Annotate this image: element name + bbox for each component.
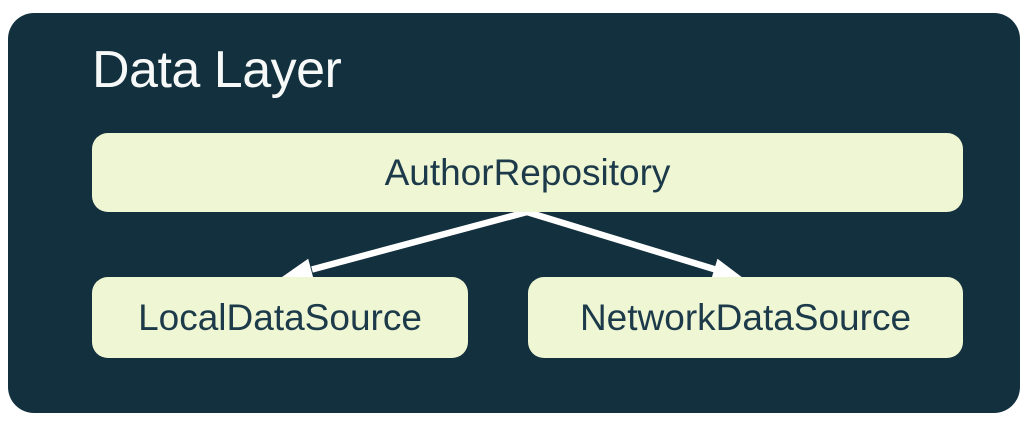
node-author-repository: AuthorRepository <box>92 133 963 212</box>
data-layer-container: Data Layer AuthorRepository LocalDataSou… <box>8 13 1020 413</box>
diagram-title: Data Layer <box>92 41 342 99</box>
node-network-data-source: NetworkDataSource <box>528 277 963 358</box>
node-author-repository-label: AuthorRepository <box>384 151 671 193</box>
arrow-author-to-local <box>282 208 528 280</box>
node-local-data-source: LocalDataSource <box>92 277 468 358</box>
node-network-data-source-label: NetworkDataSource <box>579 296 912 338</box>
node-local-data-source-label: LocalDataSource <box>138 296 422 338</box>
arrow-author-to-network <box>526 208 743 280</box>
